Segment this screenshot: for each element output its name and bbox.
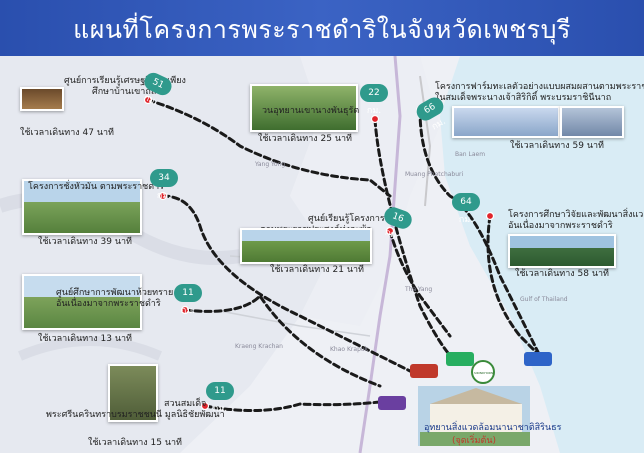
site-photo — [20, 87, 64, 111]
map-label: Kraeng Krachan — [235, 343, 283, 350]
map-label: Tha Yang — [405, 286, 433, 293]
travel-time: ใช้เวลาเดินทาง 21 นาที — [270, 265, 364, 275]
title-banner: แผนที่โครงการพระราชดำริในจังหวัดเพชรบุรี — [0, 0, 644, 56]
site-label: โครงการชั่งหัวมัน ตามพระราชดำริ — [28, 182, 165, 192]
map-label: Yang Yong — [255, 161, 286, 168]
map-title: แผนที่โครงการพระราชดำริในจังหวัดเพชรบุรี — [73, 15, 571, 44]
travel-time: ใช้เวลาเดินทาง 58 นาที — [515, 269, 609, 279]
site-photo — [560, 106, 624, 138]
site-label: โครงการศึกษาวิจัยและพัฒนาสิ่งแวดล้อมแหลม… — [508, 210, 644, 231]
site-photo — [508, 234, 616, 268]
site-label: โครงการฟาร์มทะเลตัวอย่างแบบผสมผสานตามพระ… — [435, 82, 644, 103]
site-photo — [452, 106, 560, 138]
site-label: สวนสมเด็จ พระศรีนครินทราบรมราชชนนี มูลนิ… — [46, 399, 225, 420]
map-label: Muang Phetchaburi — [405, 171, 464, 178]
travel-time: ใช้เวลาเดินทาง 13 นาที — [38, 334, 132, 344]
distance-badge: 34 กม. — [150, 169, 178, 201]
site-photo — [22, 179, 142, 235]
map-label: Khao Krapuk — [330, 346, 369, 353]
hub-sublabel: (จุดเริ่มต้น) — [452, 436, 496, 446]
distance-badge: 64 กม. — [452, 193, 480, 225]
map-area: Yang Yong Ban Laem Muang Phetchaburi Tha… — [0, 56, 644, 453]
hub-label: อุทยานสิ่งแวดล้อมนานาชาติสิรินธร — [424, 423, 562, 433]
map-label: Ban Laem — [455, 151, 486, 158]
site-photo — [108, 364, 158, 422]
travel-time: ใช้เวลาเดินทาง 59 นาที — [510, 141, 604, 151]
travel-time: ใช้เวลาเดินทาง 47 นาที — [20, 128, 114, 138]
route-lines — [146, 98, 542, 412]
travel-time: ใช้เวลาเดินทาง 25 นาที — [258, 134, 352, 144]
van-icons — [378, 352, 552, 410]
distance-badge: 11 กม. — [206, 382, 234, 414]
travel-time: ใช้เวลาเดินทาง 39 นาที — [38, 237, 132, 247]
site-label: ศูนย์ศึกษาการพัฒนาห้วยทราย อันเนื่องมาจา… — [56, 288, 174, 309]
site-photo — [250, 84, 358, 132]
site-photo — [22, 274, 142, 330]
map-label: Gulf of Thailand — [520, 296, 568, 303]
site-photo — [240, 228, 372, 264]
hub-logo-text: SIRINDHORN — [474, 371, 494, 375]
distance-badge: 22 กม. — [360, 84, 388, 116]
site-label: วนอุทยานเขานางพันธุรัต — [262, 106, 360, 116]
distance-badge: 11 กม. — [174, 284, 202, 316]
travel-time: ใช้เวลาเดินทาง 15 นาที — [88, 438, 182, 448]
site-label: ศูนย์การเรียนรู้เศรษฐกิจพอเพียง ศึกษาบ้า… — [64, 76, 186, 97]
